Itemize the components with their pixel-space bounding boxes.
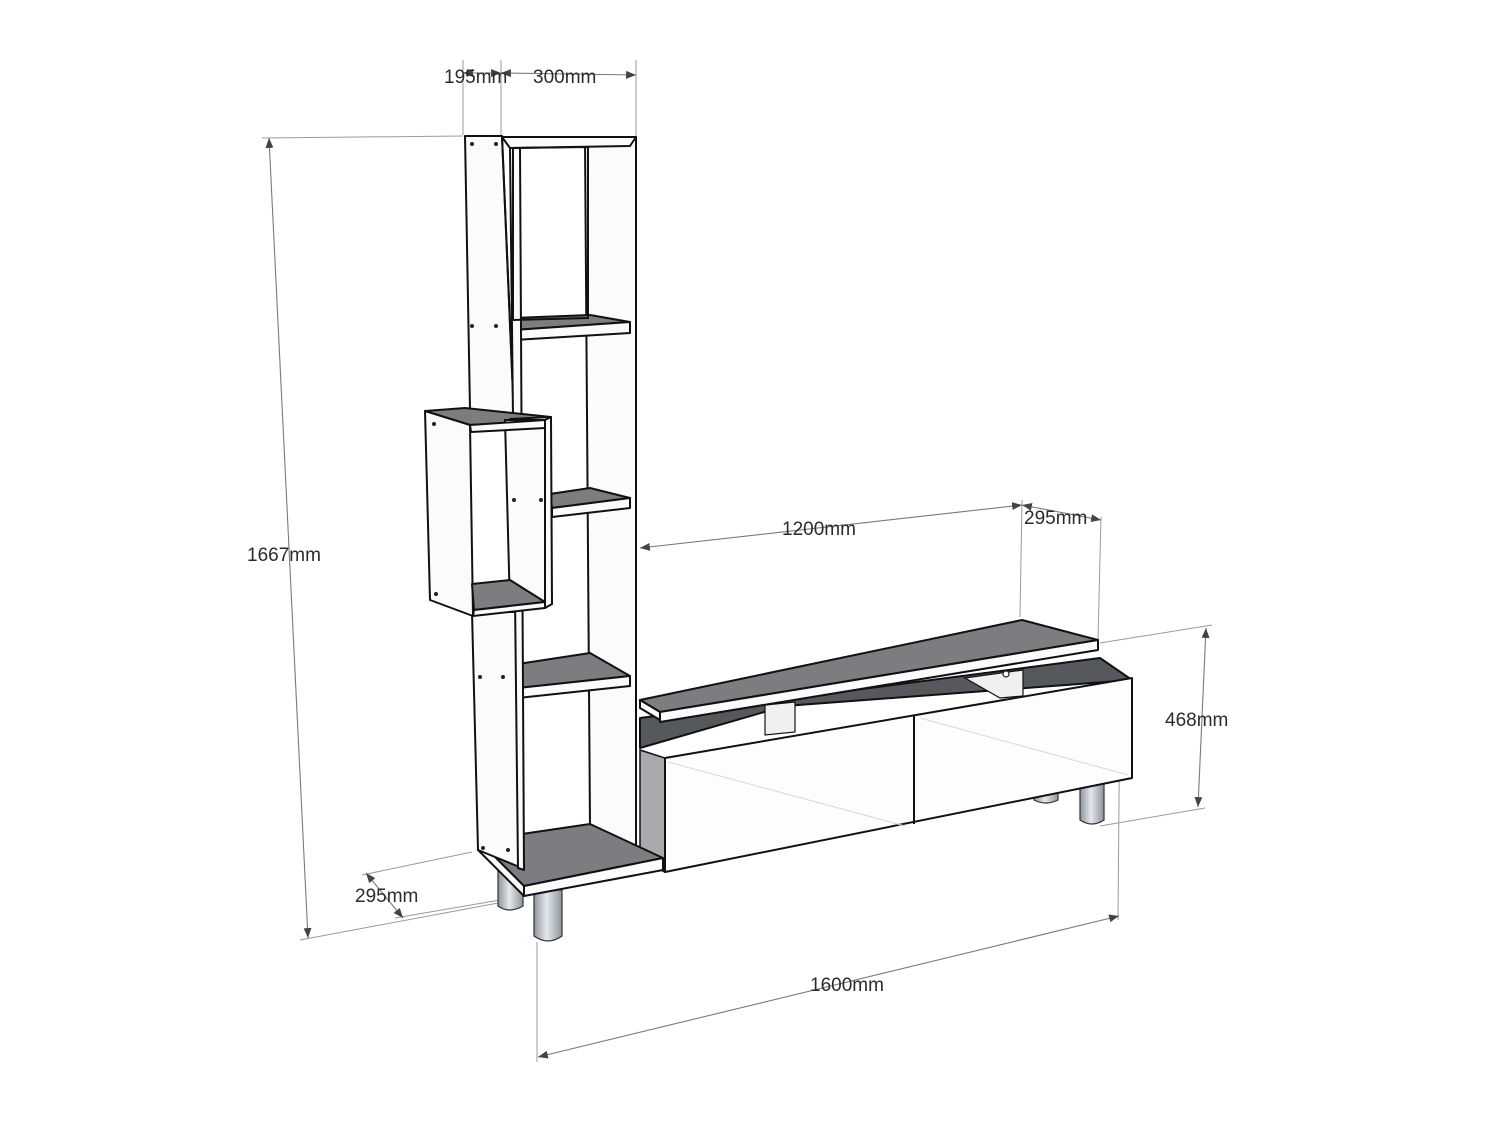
bookcase-opening-rim	[512, 145, 589, 322]
dimension-lines	[261, 60, 1213, 1062]
label-top-length: 1200mm	[782, 519, 856, 540]
label-shelf-side-depth: 195mm	[444, 67, 507, 88]
box-bottom-front	[472, 601, 546, 617]
leg	[533, 889, 563, 942]
ext-line	[1019, 499, 1023, 618]
offset-box	[424, 407, 553, 617]
dim-line-1200	[639, 502, 1023, 551]
box-top-face	[469, 419, 546, 433]
dimension-labels: 195mm 300mm 1667mm 1200mm 295mm 468mm 29…	[247, 67, 1228, 996]
bookcase	[424, 135, 1010, 897]
label-total-length: 1600mm	[810, 975, 884, 996]
label-total-height: 1667mm	[247, 545, 321, 566]
box-right-face	[544, 416, 553, 609]
bookcase-left-panel	[464, 135, 515, 419]
ext-line	[361, 851, 473, 876]
dim-line-1667	[265, 137, 312, 939]
dim-line-295-left	[365, 872, 404, 919]
top-shelf-front-edge	[659, 639, 1099, 723]
dim-line-468	[1194, 627, 1210, 808]
label-top-depth: 295mm	[1024, 508, 1087, 529]
leg	[1079, 777, 1105, 825]
cabinet-front	[664, 677, 1133, 873]
top-shelf	[639, 619, 1099, 723]
ext-line	[261, 135, 464, 139]
box-left-side	[424, 410, 474, 617]
reflection	[667, 761, 906, 827]
screw-holes	[470, 142, 1010, 852]
ext-line	[1097, 516, 1102, 641]
bookcase-right-panel-top	[501, 136, 637, 149]
bookcase-left-panel-lower	[471, 611, 523, 869]
dim-line-1600	[537, 914, 1120, 1059]
ext-line	[1099, 624, 1213, 644]
tv-cabinet	[639, 657, 1133, 874]
ext-line	[299, 902, 499, 941]
tv-unit	[424, 135, 1133, 942]
ext-line	[394, 899, 501, 919]
cabinet-inner-divider	[764, 701, 796, 736]
label-shelf-width: 300mm	[533, 67, 596, 88]
label-cabinet-height: 468mm	[1165, 710, 1228, 731]
reflection	[919, 717, 1129, 776]
dim-line-295-top	[1021, 502, 1102, 523]
label-shelf-depth: 295mm	[355, 886, 418, 907]
ext-line	[1099, 807, 1206, 827]
dim-line-300	[500, 69, 637, 79]
